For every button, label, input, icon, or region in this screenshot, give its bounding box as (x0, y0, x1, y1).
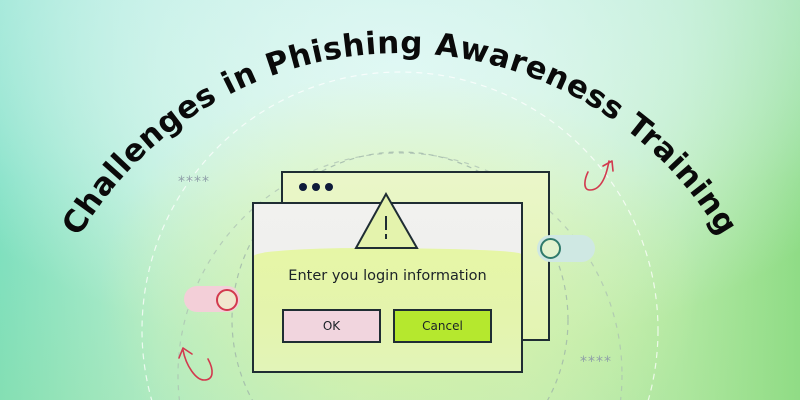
window-controls (299, 183, 333, 191)
window-dot-icon (325, 183, 333, 191)
svg-text:Challenges in Phishing Awarene: Challenges in Phishing Awareness Trainin… (55, 25, 745, 242)
masked-password-left: **** (178, 174, 210, 190)
ok-button[interactable]: OK (282, 309, 381, 343)
dialog-message: Enter you login information (288, 268, 487, 284)
banner-title: Challenges in Phishing Awareness Trainin… (55, 25, 744, 242)
toggle-switch-on[interactable] (184, 286, 240, 312)
masked-password-right: **** (580, 354, 612, 370)
window-dot-icon (312, 183, 320, 191)
window-dot-icon (299, 183, 307, 191)
toggle-knob (216, 289, 238, 311)
toggle-switch-off[interactable] (537, 235, 595, 262)
toggle-knob (540, 238, 561, 259)
cancel-button[interactable]: Cancel (393, 309, 492, 343)
login-alert-dialog: Enter you login information OK Cancel (252, 202, 523, 373)
